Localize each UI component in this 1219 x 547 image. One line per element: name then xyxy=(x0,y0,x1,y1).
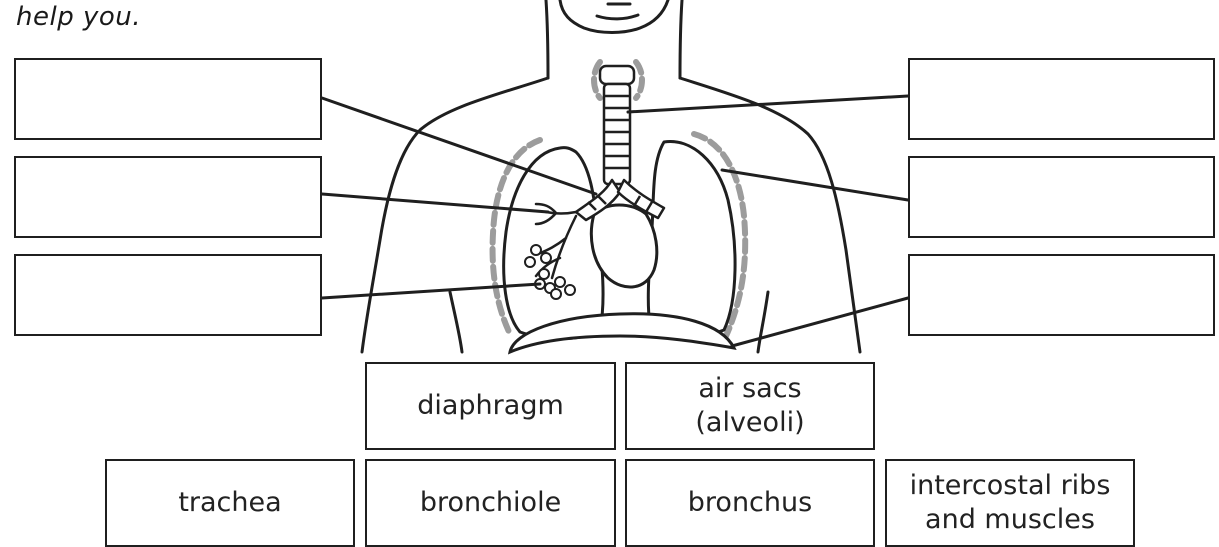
arm-left xyxy=(450,292,462,352)
word-card-intercostal[interactable]: intercostal ribs and muscles xyxy=(885,459,1135,547)
alveolus xyxy=(555,277,565,287)
word-card-bronchus[interactable]: bronchus xyxy=(625,459,875,547)
leader-line-left-1 xyxy=(322,98,596,194)
larynx xyxy=(600,66,634,84)
answer-box-left-3[interactable] xyxy=(14,254,322,336)
word-card-diaphragm[interactable]: diaphragm xyxy=(365,362,616,450)
alveolus xyxy=(541,253,551,263)
alveolus xyxy=(551,289,561,299)
left-lung xyxy=(504,148,603,339)
answer-box-right-3[interactable] xyxy=(908,254,1215,336)
alveolus xyxy=(531,245,541,255)
answer-box-left-1[interactable] xyxy=(14,58,322,140)
leader-line-right-3 xyxy=(732,298,908,346)
arm-right xyxy=(758,292,768,352)
word-card-air-sacs[interactable]: air sacs (alveoli) xyxy=(625,362,875,450)
leader-line-right-2 xyxy=(722,170,908,200)
trachea-rings xyxy=(604,96,630,168)
word-card-bronchiole[interactable]: bronchiole xyxy=(365,459,616,547)
alveolus xyxy=(525,257,535,267)
alveolus xyxy=(539,269,549,279)
alveolus xyxy=(565,285,575,295)
answer-box-right-1[interactable] xyxy=(908,58,1215,140)
neck-left xyxy=(546,0,548,78)
neck-right xyxy=(680,0,682,78)
word-card-trachea[interactable]: trachea xyxy=(105,459,355,547)
mouth-line xyxy=(597,15,638,19)
answer-box-left-2[interactable] xyxy=(14,156,322,238)
answer-box-right-2[interactable] xyxy=(908,156,1215,238)
